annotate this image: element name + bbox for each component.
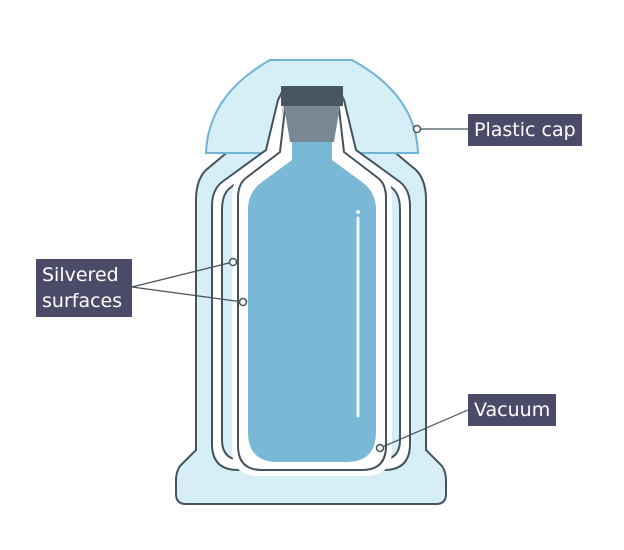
leader-silvered-outer <box>131 261 234 288</box>
leader-vacuum <box>379 409 469 449</box>
stopper-body <box>284 106 340 142</box>
silvered-label-line2: surfaces <box>42 290 123 312</box>
marker-silvered-inner <box>238 297 248 307</box>
plastic-cap-label: Plastic cap <box>468 114 582 146</box>
marker-plastic-cap <box>412 124 422 134</box>
leader-silvered-inner <box>131 286 244 303</box>
silvered-label-line1: Silvered <box>42 264 119 286</box>
vacuum-label: Vacuum <box>468 394 557 426</box>
marker-vacuum <box>375 443 385 453</box>
stopper-top <box>281 86 343 106</box>
liquid-highlight-dot <box>356 210 360 214</box>
silvered-surfaces-label: Silvered surfaces <box>36 259 132 317</box>
marker-silvered-outer <box>228 257 238 267</box>
liquid <box>248 140 376 462</box>
